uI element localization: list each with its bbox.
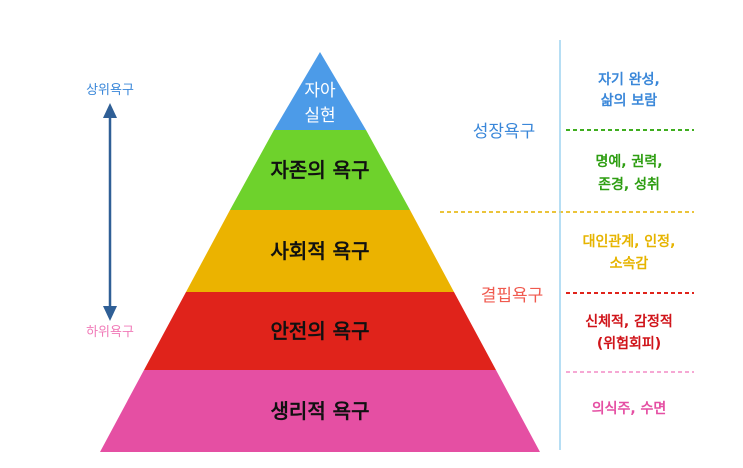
desc-social-line1: 대인관계, 인정, <box>583 233 676 250</box>
pyramid-level-physiological <box>100 370 540 452</box>
growth-needs-label: 성장욕구 <box>473 122 536 142</box>
desc-esteem-line2: 존경, 성취 <box>598 176 660 193</box>
desc-safety-line1: 신체적, 감정적 <box>585 313 672 330</box>
desc-esteem-line1: 명예, 권력, <box>595 153 662 170</box>
pyramid-level-self-actualization <box>274 52 366 130</box>
level-label-self-actualization-line2: 실현 <box>304 106 335 126</box>
pyramid-level-social <box>186 210 454 292</box>
level-label-esteem: 자존의 욕구 <box>271 158 370 182</box>
level-label-social: 사회적 욕구 <box>271 239 370 263</box>
level-label-self-actualization-line1: 자아 <box>304 81 336 101</box>
pyramid-level-safety <box>144 292 496 370</box>
pyramid-level-esteem <box>230 130 410 210</box>
desc-safety-line2: (위험회피) <box>597 335 661 352</box>
desc-physiological: 의식주, 수면 <box>592 400 667 417</box>
desc-self-actualization-line2: 삶의 보람 <box>601 92 658 109</box>
level-label-physiological: 생리적 욕구 <box>271 399 370 423</box>
desc-self-actualization-line1: 자기 완성, <box>598 72 660 88</box>
level-label-safety: 안전의 욕구 <box>271 319 370 343</box>
desc-social-line2: 소속감 <box>610 255 649 272</box>
deficiency-needs-label: 결핍욕구 <box>481 286 544 306</box>
vertical-double-arrow <box>103 103 117 321</box>
upper-needs-label: 상위욕구 <box>86 83 134 98</box>
lower-needs-label: 하위욕구 <box>86 325 134 340</box>
